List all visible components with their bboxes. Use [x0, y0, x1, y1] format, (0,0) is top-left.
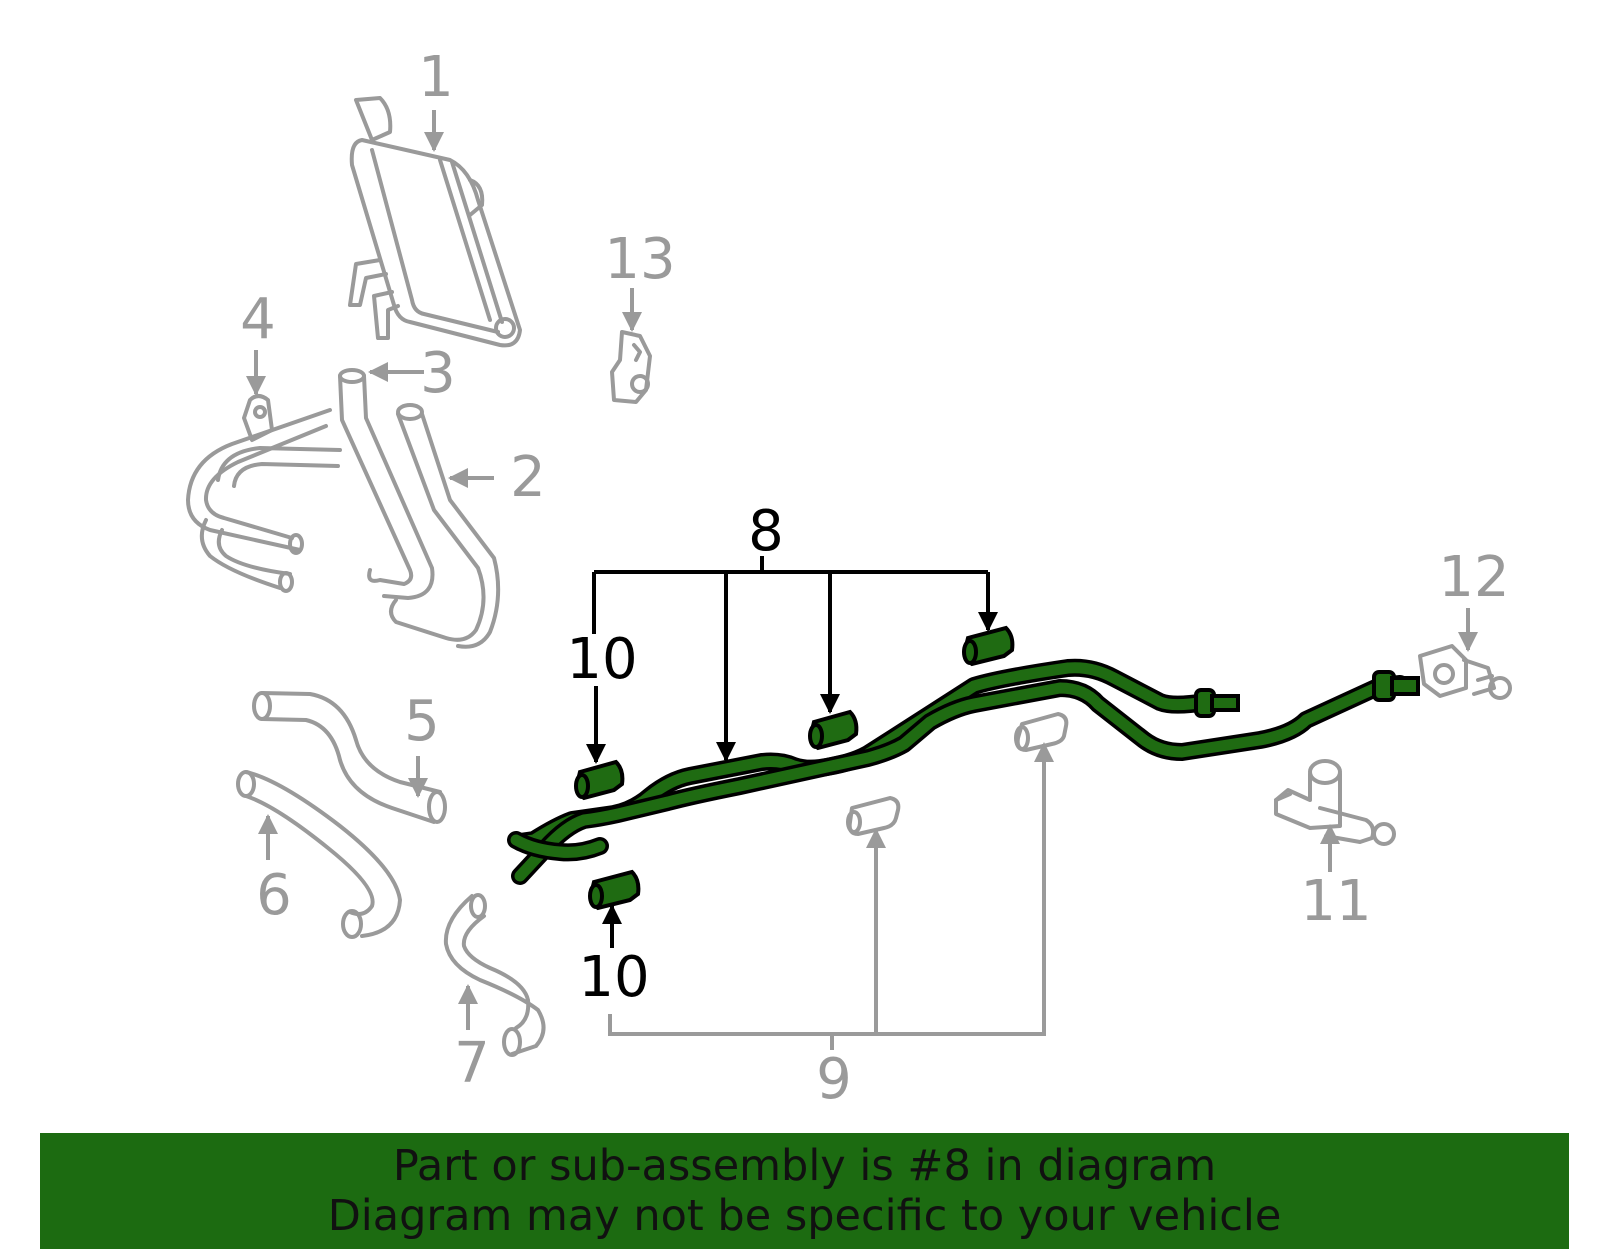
hose-part-4	[186, 394, 342, 593]
leader-8	[592, 556, 998, 762]
callout-13: 13	[604, 227, 675, 292]
fitting-part-11	[1274, 759, 1396, 846]
clip-part-9-a	[846, 796, 901, 836]
callout-8: 8	[748, 499, 784, 564]
clip-part-8-b	[962, 625, 1015, 667]
callout-12: 12	[1438, 545, 1509, 610]
parts-diagram: 1 2 3 4 5 6 7 8 9 10 10 11 12 13	[186, 45, 1512, 1112]
hose-part-7	[443, 893, 546, 1057]
callout-10-bottom: 10	[578, 945, 649, 1010]
clip-part-9-b	[1014, 712, 1069, 752]
callout-6: 6	[256, 863, 292, 928]
hose-part-6	[236, 770, 402, 939]
callout-9: 9	[816, 1047, 852, 1112]
info-banner: Part or sub-assembly is #8 in diagram Di…	[40, 1133, 1569, 1249]
hose-part-3	[338, 368, 435, 600]
oil-cooler-tube-part-8	[507, 658, 1420, 885]
callout-4: 4	[240, 287, 276, 352]
callout-1: 1	[418, 45, 454, 110]
oil-cooler-part-1	[348, 96, 522, 348]
grommet-part-10-bottom	[588, 869, 641, 911]
grommet-part-10-top	[574, 759, 625, 801]
banner-line-disclaimer: Diagram may not be specific to your vehi…	[327, 1191, 1282, 1241]
callout-7: 7	[454, 1031, 490, 1096]
clip-part-8-a	[808, 709, 859, 751]
callout-3: 3	[420, 341, 456, 406]
bracket-part-13	[610, 330, 652, 404]
banner-line-part-note: Part or sub-assembly is #8 in diagram	[392, 1141, 1217, 1191]
callout-5: 5	[404, 689, 440, 754]
fitting-part-12	[1418, 644, 1512, 700]
leader-9	[608, 742, 1054, 1050]
callout-2: 2	[510, 445, 546, 510]
callout-11: 11	[1300, 869, 1371, 934]
hose-part-2	[389, 403, 501, 649]
callout-10-top: 10	[566, 627, 637, 692]
hose-part-5	[252, 691, 447, 824]
